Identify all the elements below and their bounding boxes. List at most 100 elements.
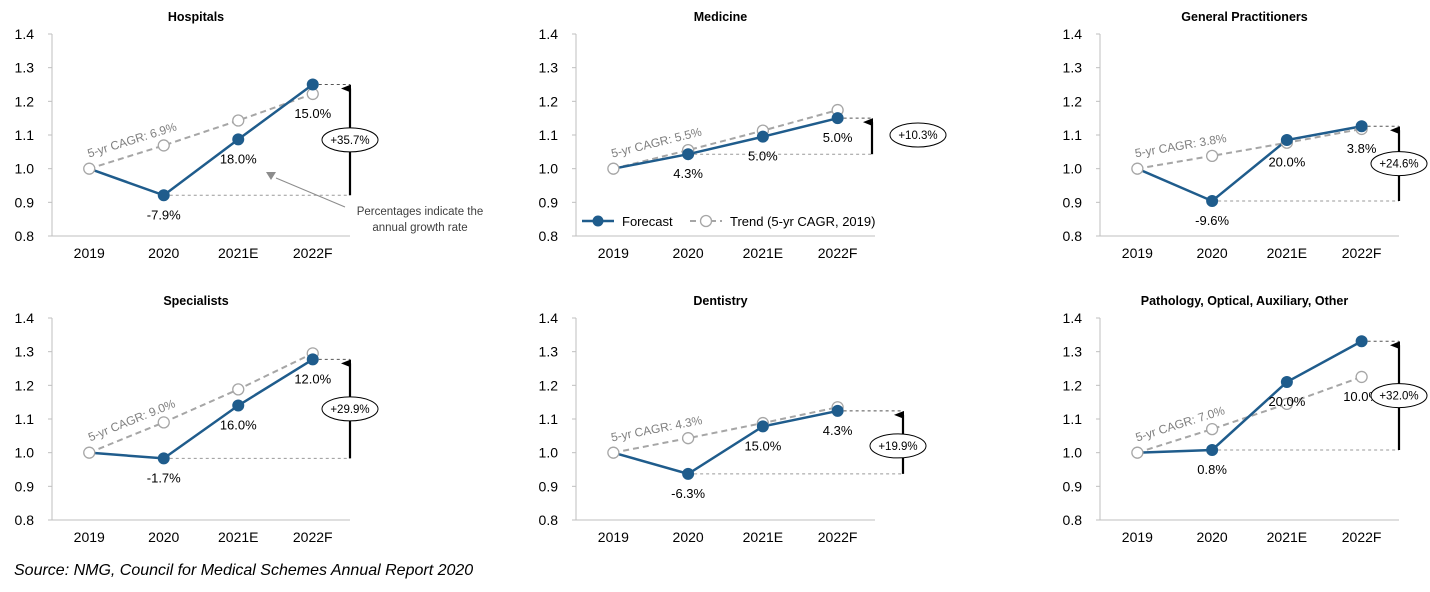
x-tick-label: 2021E — [218, 529, 258, 545]
growth-rate-label: -1.7% — [147, 470, 181, 485]
x-tick-label: 2020 — [148, 529, 179, 545]
forecast-point — [1280, 375, 1293, 388]
y-tick-label: 0.9 — [1063, 478, 1083, 494]
x-tick-label: 2021E — [743, 245, 783, 261]
gap-label: +35.7% — [330, 135, 369, 147]
x-tick-label: 2019 — [598, 245, 629, 261]
y-tick-label: 1.1 — [15, 411, 35, 427]
chart-title: Medicine — [694, 10, 748, 24]
y-tick-label: 1.0 — [15, 161, 35, 177]
y-tick-label: 0.9 — [539, 194, 559, 210]
forecast-point — [682, 148, 695, 161]
y-tick-label: 1.0 — [1063, 161, 1083, 177]
chart-panel: General Practitioners0.80.91.01.11.21.31… — [1063, 10, 1428, 261]
y-tick-label: 1.1 — [1063, 411, 1083, 427]
forecast-series-line — [1137, 340, 1363, 454]
y-tick-label: 1.2 — [1063, 93, 1083, 109]
y-tick-label: 0.9 — [1063, 194, 1083, 210]
note-pointer-head — [266, 172, 276, 180]
trend-series-line — [613, 406, 838, 454]
y-tick-label: 0.9 — [15, 478, 35, 494]
growth-rate-label: 20.0% — [1268, 155, 1305, 170]
growth-rate-label: -9.6% — [1195, 213, 1229, 228]
trend-point — [83, 162, 96, 175]
growth-rate-label: -7.9% — [147, 207, 181, 222]
chart-title: Specialists — [163, 294, 228, 308]
x-tick-label: 2022F — [293, 529, 333, 545]
trend-series-line — [613, 109, 838, 170]
x-tick-label: 2021E — [743, 529, 783, 545]
growth-rate-label: 5.0% — [748, 149, 778, 164]
x-tick-label: 2020 — [673, 529, 704, 545]
y-tick-label: 1.2 — [539, 93, 559, 109]
gap-label-bubble — [1370, 383, 1428, 409]
forecast-series-line — [613, 409, 838, 476]
legend-trend-label: Trend (5-yr CAGR, 2019) — [730, 214, 875, 229]
forecast-point — [756, 130, 769, 143]
trend-point — [1205, 422, 1219, 436]
forecast-series-line — [613, 116, 838, 170]
chart-title: General Practitioners — [1181, 10, 1307, 24]
y-tick-label: 0.9 — [539, 478, 559, 494]
y-tick-label: 1.4 — [1063, 26, 1083, 42]
x-tick-label: 2019 — [74, 529, 105, 545]
chart-title: Pathology, Optical, Auxiliary, Other — [1141, 294, 1349, 308]
forecast-point — [157, 189, 170, 202]
x-tick-label: 2021E — [218, 245, 258, 261]
trend-point — [607, 162, 620, 175]
forecast-point — [232, 399, 245, 412]
y-tick-label: 1.4 — [539, 26, 559, 42]
forecast-point — [1206, 443, 1219, 456]
y-tick-label: 1.3 — [539, 60, 559, 76]
x-tick-label: 2022F — [1342, 245, 1382, 261]
growth-rate-label: 20.0% — [1268, 394, 1305, 409]
chart-title: Hospitals — [168, 10, 224, 24]
gap-label: +10.3% — [898, 130, 937, 142]
forecast-point — [1355, 335, 1368, 348]
growth-rate-label: 4.3% — [823, 423, 853, 438]
forecast-point — [831, 112, 844, 125]
x-tick-label: 2019 — [598, 529, 629, 545]
growth-rate-label: 18.0% — [220, 151, 257, 166]
gap-label: +32.0% — [1379, 391, 1418, 403]
x-tick-label: 2019 — [1122, 529, 1153, 545]
legend-forecast-marker — [592, 215, 604, 227]
y-tick-label: 1.0 — [539, 161, 559, 177]
forecast-series-line — [88, 83, 314, 197]
legend-forecast-label: Forecast — [622, 214, 673, 229]
forecast-point — [1355, 120, 1368, 133]
annotation-note: annual growth rate — [372, 222, 467, 234]
growth-rate-label: 15.0% — [294, 106, 331, 121]
y-tick-label: 1.0 — [15, 445, 35, 461]
y-tick-label: 1.0 — [539, 445, 559, 461]
y-tick-label: 1.1 — [15, 127, 35, 143]
y-tick-label: 1.2 — [15, 377, 35, 393]
gap-label-bubble — [869, 433, 927, 459]
y-tick-label: 1.3 — [539, 344, 559, 360]
x-tick-label: 2022F — [293, 245, 333, 261]
y-tick-label: 1.3 — [15, 344, 35, 360]
forecast-point — [232, 133, 245, 146]
y-tick-label: 1.2 — [539, 377, 559, 393]
trend-point — [232, 383, 245, 396]
trend-series-line — [88, 92, 314, 170]
growth-rate-label: 4.3% — [673, 166, 703, 181]
gap-label-bubble — [321, 127, 379, 153]
x-tick-label: 2022F — [818, 245, 858, 261]
x-tick-label: 2019 — [74, 245, 105, 261]
y-tick-label: 1.1 — [1063, 127, 1083, 143]
trend-point — [1131, 162, 1144, 175]
trend-point — [157, 139, 170, 152]
y-tick-label: 0.8 — [15, 228, 35, 244]
note-pointer-line — [275, 177, 346, 208]
gap-label: +29.9% — [330, 404, 369, 416]
trend-series-line — [1137, 127, 1362, 170]
growth-rate-label: 10.0% — [1343, 389, 1380, 404]
trend-point — [1280, 397, 1294, 411]
forecast-point — [756, 420, 769, 433]
legend-trend-marker — [699, 214, 713, 228]
trend-point — [157, 416, 170, 429]
x-tick-label: 2020 — [1197, 245, 1228, 261]
